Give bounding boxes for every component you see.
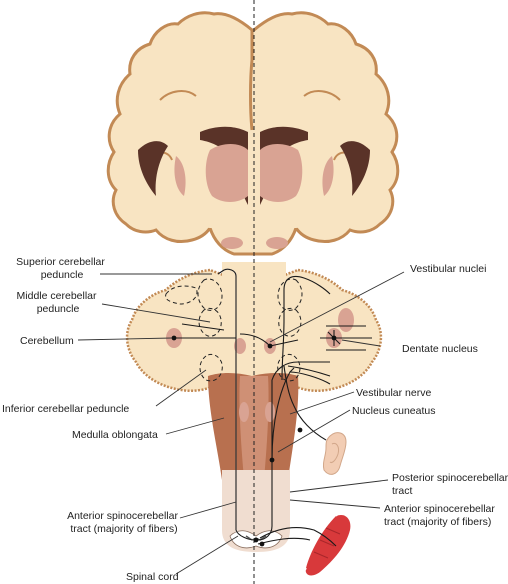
gyrus-line	[159, 90, 197, 101]
superior-peduncle-outline-left	[197, 278, 223, 311]
synapse-node	[297, 427, 303, 433]
leader-vestibular-nuclei	[269, 271, 405, 343]
inferior-peduncle-outline-left	[199, 353, 223, 382]
label-medulla: Medulla oblongata	[72, 429, 158, 441]
label-superior-peduncle: Superior cerebellar peduncle	[16, 256, 108, 281]
insula-right	[322, 156, 334, 196]
muscle	[305, 514, 351, 576]
synapse-node	[269, 457, 275, 463]
cerebral-white-matter	[136, 49, 370, 228]
label-vestibular-nerve: Vestibular nerve	[356, 387, 431, 399]
red-nucleus-left	[221, 237, 243, 249]
brainstem	[208, 373, 299, 552]
middle-peduncle-fibers	[239, 333, 299, 347]
synapse-node	[171, 335, 177, 341]
red-nucleus-right	[266, 237, 288, 249]
leader-spinal-cord	[175, 535, 239, 575]
label-cerebellum: Cerebellum	[20, 335, 74, 347]
ear-inner	[329, 443, 339, 463]
leader-anterior-tract-left	[179, 501, 237, 519]
inner-ear	[322, 432, 347, 475]
inferior-peduncle-outline-right	[277, 353, 301, 382]
cuneocerebellar-tract	[271, 361, 330, 460]
vestibular-nerve-fiber	[283, 365, 327, 441]
medulla-nucleus-right	[265, 402, 275, 422]
lateral-sulcus-left	[138, 141, 168, 196]
lateral-sulcus-right	[340, 141, 370, 196]
spinal-nerve-fibers	[259, 527, 337, 547]
cerebellar-cortex-fibers-left	[172, 323, 236, 339]
label-nucleus-cuneatus: Nucleus cuneatus	[352, 405, 435, 417]
synapse-node	[331, 335, 337, 341]
leader-nucleus-cuneatus	[277, 409, 351, 453]
ear	[322, 432, 347, 475]
vestibular-nerve-fiber-2	[287, 365, 331, 385]
leader-anterior-tract-right	[289, 499, 381, 509]
label-middle-peduncle: Middle cerebellar peduncle	[17, 290, 100, 315]
leader-dentate	[341, 339, 381, 347]
dentate-fibers	[320, 325, 372, 351]
cerebrum	[106, 11, 400, 256]
thalamus-left	[205, 144, 248, 202]
label-dentate-nucleus: Dentate nucleus	[402, 343, 478, 355]
vestibular-nucleus-left	[234, 338, 246, 354]
leader-cerebellum	[77, 337, 173, 341]
muscle-tendon	[299, 503, 345, 579]
middle-peduncle-outline-right	[278, 307, 302, 337]
synapse-node	[253, 537, 259, 543]
label-anterior-tract-right: Anterior spinocerebellar tract (majority…	[384, 503, 498, 528]
longitudinal-fissure	[249, 30, 254, 131]
leader-posterior-tract	[289, 479, 389, 493]
medulla-nucleus-left	[239, 402, 249, 422]
label-anterior-tract-left: Anterior spinocerebellar tract (majority…	[67, 510, 181, 535]
label-vestibular-nuclei: Vestibular nuclei	[410, 263, 486, 275]
tracts	[171, 268, 372, 547]
leader-middle-peduncle	[101, 303, 211, 323]
insula-left	[174, 156, 186, 196]
synapse-node	[267, 343, 273, 349]
thalamus-right	[260, 144, 303, 202]
gyrus-line	[303, 90, 341, 101]
cerebellar-loop-left	[165, 285, 198, 305]
leader-medulla	[165, 417, 225, 435]
labels: Superior cerebellar peduncle Middle cere…	[2, 256, 508, 583]
skeletal-muscle	[299, 503, 351, 579]
middle-peduncle-outline-left	[198, 307, 222, 337]
muscle-striation	[313, 527, 341, 559]
label-inferior-peduncle: Inferior cerebellar peduncle	[2, 403, 129, 415]
synapse-node	[259, 541, 265, 547]
anterior-spinocerebellar-tract-line	[217, 268, 257, 541]
leader-lines	[77, 271, 405, 575]
pons-region	[222, 262, 286, 380]
posterior-tract-ascend	[281, 275, 331, 381]
leader-inferior-peduncle	[155, 369, 207, 407]
cerebellar-nucleus-small-right	[338, 308, 354, 332]
label-posterior-tract: Posterior spinocerebellar tract	[392, 472, 508, 497]
label-spinal-cord: Spinal cord	[126, 571, 179, 583]
leader-vestibular-nerve	[289, 391, 355, 415]
